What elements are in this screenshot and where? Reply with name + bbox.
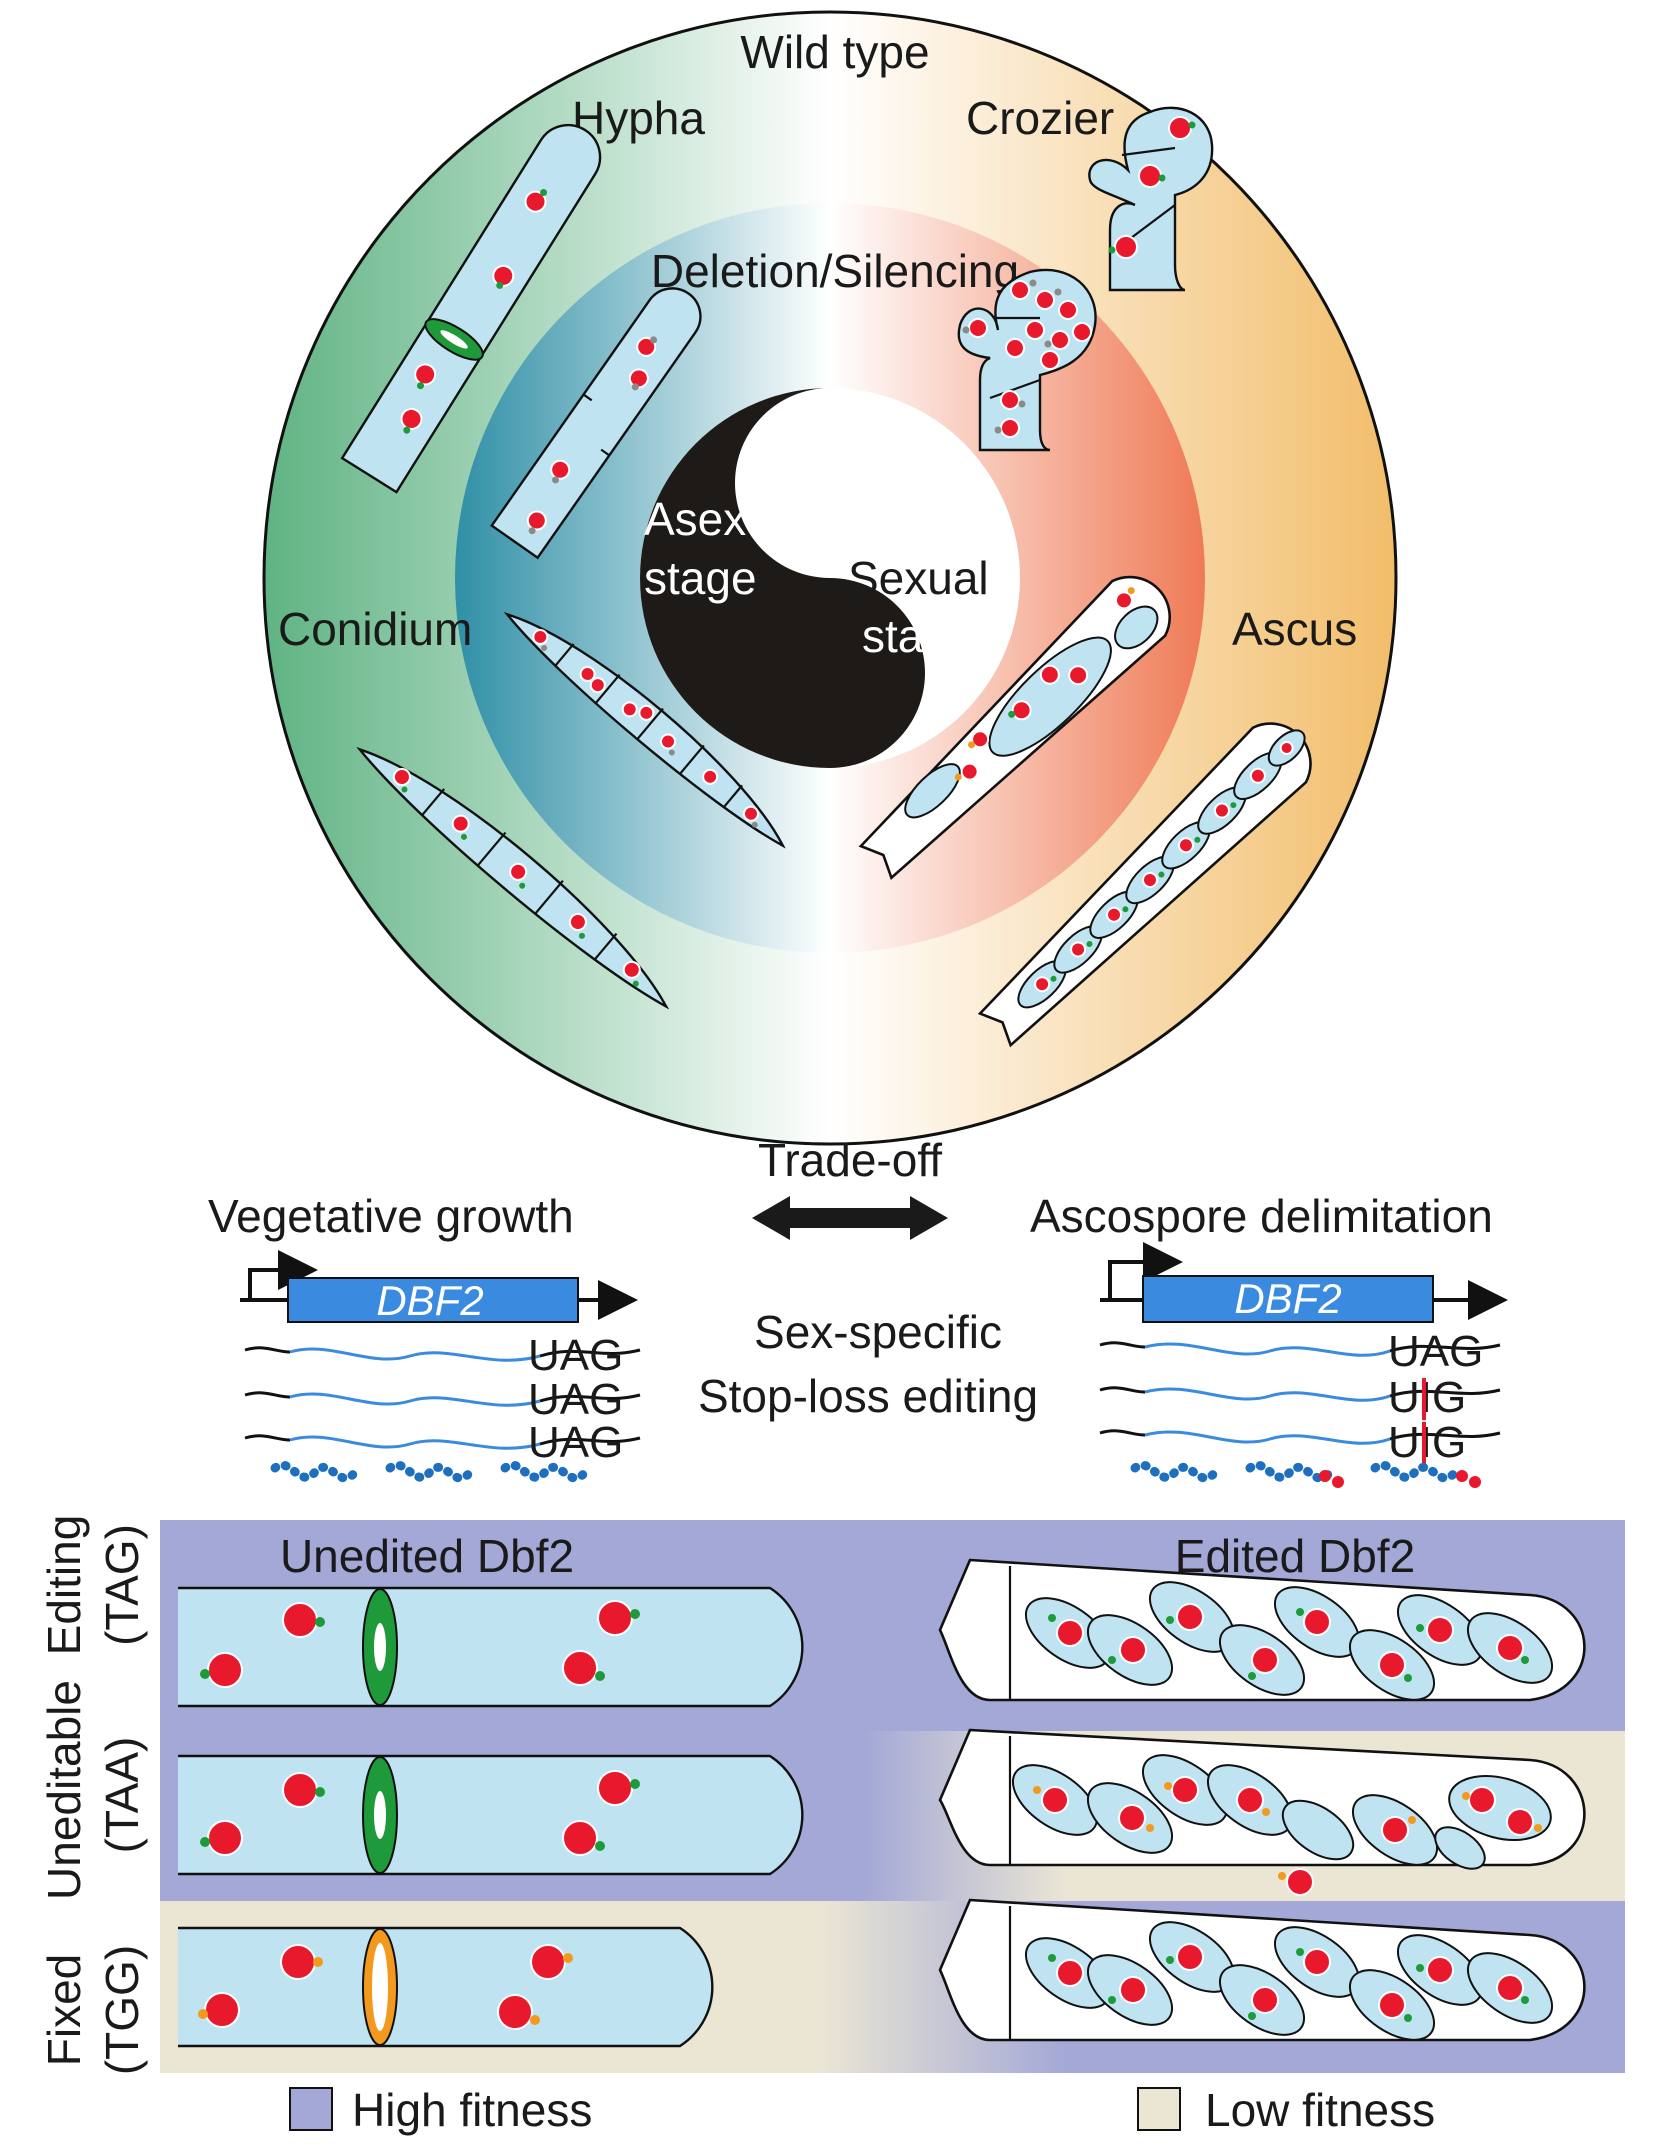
stop-loss-editing-label: Stop-loss editing: [698, 1370, 1038, 1422]
wild-type-ascus: [977, 722, 1312, 1048]
ascospore-delimitation-label: Ascospore delimitation: [1030, 1190, 1493, 1242]
row1-ascospores: [1024, 1581, 1554, 1701]
vegetative-growth-label: Vegetative growth: [208, 1190, 574, 1242]
row1-ascus: [938, 1558, 1586, 1702]
right-codon-2: UIG: [1388, 1373, 1466, 1422]
left-protein-chains: [270, 1460, 590, 1483]
row1-hypha: [178, 1586, 804, 1708]
legend: High fitness Low fitness: [289, 2084, 1435, 2136]
wild-type-hypha: [340, 123, 602, 494]
wild-type-label: Wild type: [740, 26, 929, 78]
center-editing-text: Sex-specific Stop-loss editing: [698, 1306, 1038, 1422]
left-codon-2: UAG: [528, 1375, 623, 1424]
left-gene-name: DBF2: [376, 1277, 483, 1324]
deletion-hypha: [490, 287, 702, 560]
asexual-stage-label-2: stage: [644, 552, 757, 604]
sexual-stage-label-1: Sexual: [848, 552, 989, 604]
tradeoff-section: Trade-off Vegetative growth Ascospore de…: [208, 1134, 1493, 1242]
high-fitness-swatch: [289, 2087, 333, 2131]
row-editing-sub: (TAG): [96, 1524, 148, 1646]
right-protein-chains: [1130, 1460, 1460, 1483]
low-fitness-label: Low fitness: [1205, 2084, 1435, 2136]
left-gene-model: DBF2 UAG UAG UAG: [240, 1250, 641, 1483]
deletion-crozier: [957, 268, 1097, 452]
row2-ascospores: [1011, 1754, 1552, 1896]
wild-type-crozier: [1088, 106, 1214, 292]
row-uneditable-label: Uneditable: [38, 1680, 90, 1900]
double-arrow: [752, 1196, 948, 1240]
left-codon-3: UAG: [528, 1418, 623, 1467]
conidium-label: Conidium: [278, 603, 472, 655]
left-codon-1: UAG: [528, 1331, 623, 1380]
right-codon-3: UIG: [1388, 1418, 1466, 1467]
right-codon-1: UAG: [1388, 1327, 1483, 1376]
wild-type-conidium: [356, 747, 670, 1010]
row3-ascospores: [1024, 1921, 1554, 2041]
deletion-conidium: [503, 612, 786, 849]
row2-ascus: [938, 1728, 1586, 1896]
right-gene-name: DBF2: [1234, 1275, 1341, 1322]
row-fixed-label: Fixed: [38, 1954, 90, 2066]
ascus-label: Ascus: [1232, 603, 1357, 655]
row3-ascus: [938, 1898, 1586, 2042]
fitness-panel: Unedited Dbf2 Edited Dbf2 Editing (TAG) …: [38, 1515, 1625, 2075]
crozier-label: Crozier: [966, 92, 1114, 144]
row-editing-label: Editing: [38, 1515, 90, 1656]
row3-hypha: [178, 1926, 714, 2048]
high-fitness-label: High fitness: [352, 2084, 592, 2136]
row-fixed-sub: (TGG): [96, 1945, 148, 2075]
low-fitness-swatch: [1137, 2087, 1181, 2131]
edited-dbf2-label: Edited Dbf2: [1175, 1530, 1415, 1582]
yin-yang-symbol: [640, 388, 1020, 768]
life-cycle-circle: Wild type Deletion/Silencing Hypha Crozi…: [262, 10, 1398, 1146]
row-uneditable-sub: (TAA): [96, 1737, 148, 1854]
sex-specific-label: Sex-specific: [754, 1306, 1002, 1358]
row2-hypha: [178, 1754, 804, 1876]
sexual-stage-label-2: stage: [862, 610, 975, 662]
right-gene-model: DBF2 UAG UIG UIG: [1099, 1242, 1508, 1488]
asexual-stage-label-1: Asexual: [644, 493, 808, 545]
tradeoff-label: Trade-off: [758, 1134, 942, 1186]
unedited-dbf2-label: Unedited Dbf2: [280, 1530, 574, 1582]
deletion-ascus: [858, 575, 1171, 881]
hypha-label: Hypha: [572, 92, 705, 144]
deletion-silencing-label: Deletion/Silencing: [651, 245, 1019, 297]
